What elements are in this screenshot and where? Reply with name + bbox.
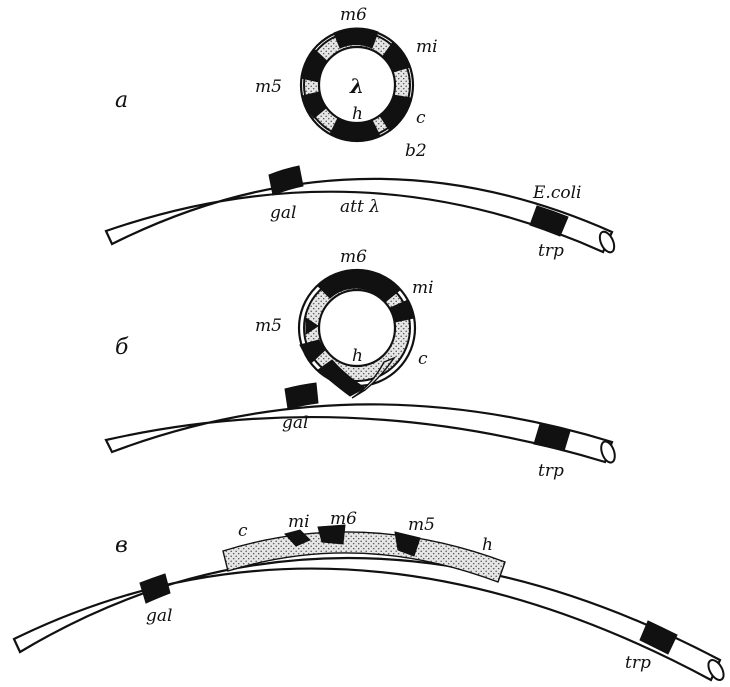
label-h-b: h — [352, 346, 363, 366]
label-ecoli: E.coli — [532, 183, 581, 203]
phage-ring-a — [299, 27, 415, 143]
label-att-lambda: att λ — [340, 197, 380, 217]
label-gal-c: gal — [146, 606, 172, 626]
panel-letter-a: a — [115, 88, 128, 113]
label-h-a: h — [352, 104, 363, 124]
chromosome-c — [12, 524, 725, 682]
label-m6-c: m6 — [330, 509, 357, 529]
panel-b: m6 mi m5 h c б gal trp — [104, 247, 616, 481]
ring-segment-m5-b — [305, 317, 319, 335]
label-mi-b: mi — [412, 278, 434, 298]
gal-band-c — [139, 573, 171, 604]
trp-band-b — [533, 423, 571, 452]
panel-letter-c: в — [115, 533, 128, 558]
label-trp-b: trp — [538, 461, 564, 481]
label-c-b: c — [418, 349, 428, 369]
gal-band-b — [284, 382, 319, 410]
loop-crossing-c — [351, 356, 396, 399]
label-b2-a: b2 — [405, 141, 427, 161]
label-h-c: h — [482, 535, 493, 555]
label-m6-b: m6 — [340, 247, 367, 267]
trp-band-c — [639, 620, 678, 655]
phage-ring-b — [297, 268, 417, 399]
label-trp-c: trp — [625, 653, 651, 673]
label-m5-b: m5 — [255, 316, 282, 336]
label-trp-a: trp — [538, 241, 564, 261]
prophage-region — [222, 531, 506, 583]
label-gal-a: gal — [270, 203, 296, 223]
gal-band-a — [268, 165, 304, 196]
label-m5-a: m5 — [255, 77, 282, 97]
label-c-a: c — [416, 108, 426, 128]
prophage-block-m6 — [317, 524, 346, 545]
chromosome-b — [104, 382, 616, 464]
trp-band-a — [529, 205, 569, 237]
label-m5-c: m5 — [408, 515, 435, 535]
label-mi-a: mi — [416, 37, 438, 57]
panel-letter-b: б — [115, 335, 129, 360]
label-c-c: c — [238, 521, 248, 541]
phage-lambda-label: λ — [349, 74, 364, 98]
prophage-block-mi — [284, 529, 311, 547]
prophage-block-m5 — [394, 531, 421, 557]
panel-c: в c mi m6 m5 h gal trp — [12, 509, 725, 682]
panel-a: λ m6 mi m5 c h b2 a gal att λ E.coli trp — [104, 5, 616, 261]
label-m6-a: m6 — [340, 5, 367, 25]
label-mi-c: mi — [288, 512, 310, 532]
chromosome-a — [104, 165, 616, 254]
label-gal-b: gal — [282, 413, 308, 433]
